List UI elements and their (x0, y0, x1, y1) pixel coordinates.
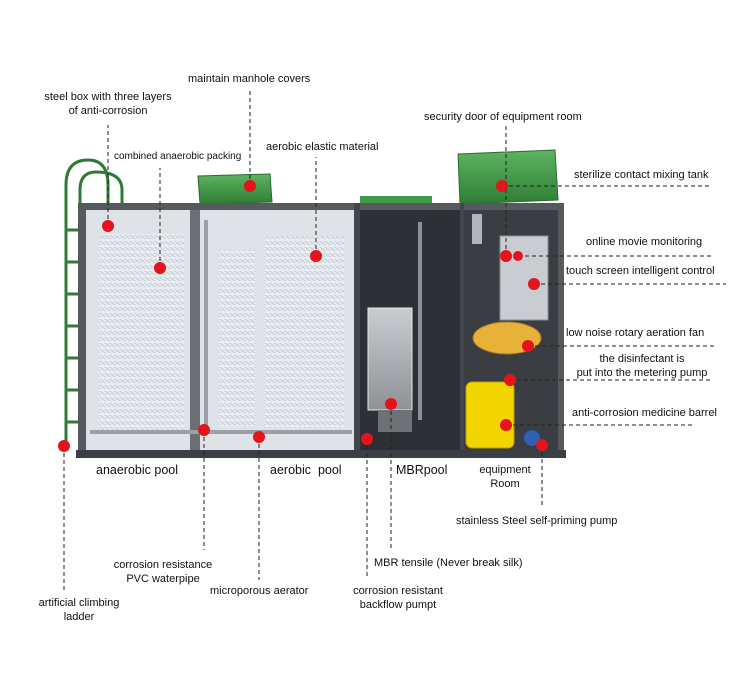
callout-markers (58, 180, 548, 452)
marker-online-monitoring (513, 251, 523, 261)
callout-manhole: maintain manhole covers (188, 73, 311, 85)
callout-medicine-barrel: anti-corrosion medicine barrel (572, 407, 717, 419)
marker-mbr-tensile (385, 398, 397, 410)
callout-aeration-fan: low noise rotary aeration fan (566, 327, 705, 339)
callout-climbing-ladder: artificial climbing ladder (38, 597, 120, 623)
pool-label-anaerobic: anaerobic pool (96, 463, 179, 477)
aerobic-elastic-material (218, 236, 344, 428)
marker-aerobic-elastic (310, 250, 322, 262)
mbr-module (367, 222, 422, 432)
callout-touch-screen: touch screen intelligent control (566, 265, 715, 277)
climbing-ladder (64, 158, 124, 446)
marker-medicine-barrel (500, 419, 512, 431)
callout-microporous-aerator: microporous aerator (210, 585, 309, 597)
callout-sterilize-tank: sterilize contact mixing tank (574, 169, 709, 181)
marker-pvc-pipe (198, 424, 210, 436)
callout-aerobic-elastic: aerobic elastic material (266, 141, 379, 153)
marker-security-door (500, 250, 512, 262)
sterilize-contact-tank (457, 149, 559, 205)
marker-touch-screen (528, 278, 540, 290)
marker-combined-packing (154, 262, 166, 274)
marker-backflow-pump (361, 433, 373, 445)
pool-label-aerobic: aerobic pool (270, 463, 342, 477)
marker-microporous-aerator (253, 431, 265, 443)
marker-manhole (244, 180, 256, 192)
marker-sterilize-tank (496, 180, 508, 192)
pvc-waterpipe (90, 220, 352, 434)
manhole-cover (197, 173, 273, 205)
callout-online-monitoring: online movie monitoring (586, 236, 703, 248)
marker-aeration-fan (522, 340, 534, 352)
callout-security-door: security door of equipment room (424, 111, 582, 123)
callout-self-priming-pump: stainless Steel self-priming pump (456, 515, 618, 527)
callout-mbr-tensile: MBR tensile (Never break silk) (374, 557, 523, 569)
marker-disinfectant (504, 374, 516, 386)
base-frame (76, 450, 566, 458)
callout-disinfectant: the disinfectant is put into the meterin… (576, 353, 708, 379)
callout-pvc-pipe: corrosion resistance PVC waterpipe (113, 559, 213, 585)
pool-label-equipment: equipment Room (479, 464, 531, 490)
marker-steel-box (102, 220, 114, 232)
callout-steel-box: steel box with three layers of anti-corr… (44, 91, 172, 117)
marker-self-priming-pump (536, 439, 548, 451)
combined-anaerobic-packing (98, 234, 184, 430)
mbr-top-hatch (360, 196, 432, 204)
leader-lines (63, 88, 726, 590)
callout-backflow-pump: corrosion resistant backflow pumpt (353, 585, 443, 611)
callout-combined-packing: combined anaerobic packing (114, 151, 242, 162)
pool-label-mbr: MBRpool (396, 463, 448, 477)
equipment-room-devices (465, 214, 549, 449)
marker-climbing-ladder (58, 440, 70, 452)
